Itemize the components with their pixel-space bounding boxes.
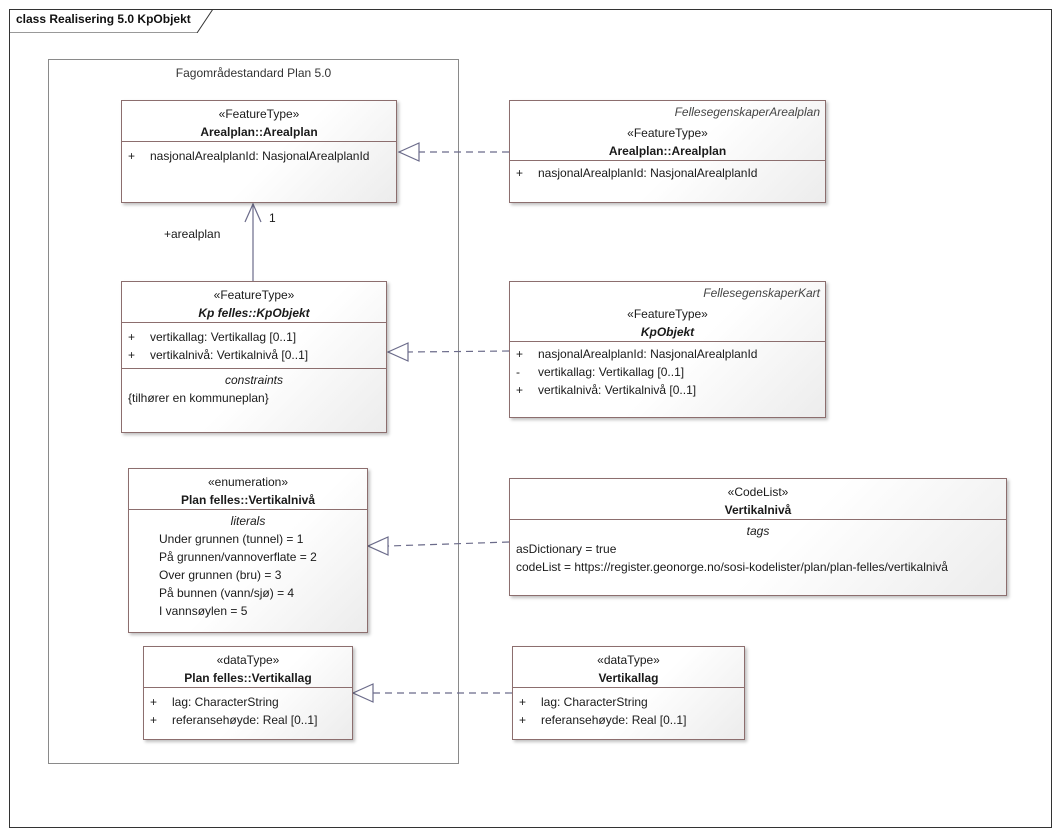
attribute-row: +nasjonalArealplanId: NasjonalArealplanI… xyxy=(128,149,370,163)
codelist-vertikalniva-right[interactable]: «CodeList» Vertikalnivå tags asDictionar… xyxy=(509,478,1007,596)
literal-row: Under grunnen (tunnel) = 1 xyxy=(159,532,304,546)
attribute-row: +lag: CharacterString xyxy=(519,695,648,709)
attribute-row: -vertikallag: Vertikallag [0..1] xyxy=(516,365,685,379)
class-name: Arealplan::Arealplan xyxy=(200,125,318,139)
class-header: «enumeration» Plan felles::Vertikalnivå xyxy=(129,469,367,509)
class-name: Vertikallag xyxy=(598,671,659,685)
diagram-frame xyxy=(9,9,1052,828)
class-header: «FeatureType» Arealplan::Arealplan xyxy=(122,101,396,141)
stereotype-label: «FeatureType» xyxy=(213,288,295,302)
class-kpobjekt-left[interactable]: «FeatureType» Kp felles::KpObjekt +verti… xyxy=(121,281,387,433)
frame-tab-outline xyxy=(9,9,214,33)
package-title: Fagområdestandard Plan 5.0 xyxy=(175,66,332,80)
attributes-section: +lag: CharacterString +referansehøyde: R… xyxy=(144,687,352,733)
constraint-row: {tilhører en kommuneplan} xyxy=(128,391,269,405)
class-name: Plan felles::Vertikalnivå xyxy=(180,493,316,507)
tag-row: codeList = https://register.geonorge.no/… xyxy=(516,560,948,574)
attributes-section: +nasjonalArealplanId: NasjonalArealplanI… xyxy=(510,341,825,403)
attribute-row: +referansehøyde: Real [0..1] xyxy=(150,713,318,727)
stereotype-label: «FeatureType» xyxy=(218,107,300,121)
association-multiplicity-label: 1 xyxy=(269,211,276,225)
stereotype-label: «dataType» xyxy=(216,653,280,667)
class-arealplan-right[interactable]: FellesegenskaperArealplan «FeatureType» … xyxy=(509,100,826,203)
class-header: FellesegenskaperArealplan «FeatureType» … xyxy=(510,101,825,160)
attributes-section: +lag: CharacterString +referansehøyde: R… xyxy=(513,687,744,733)
class-header: «dataType» Plan felles::Vertikallag xyxy=(144,647,352,687)
enum-vertikalniva-left[interactable]: «enumeration» Plan felles::Vertikalnivå … xyxy=(128,468,368,633)
realization-vertikallag[interactable] xyxy=(351,683,512,703)
class-header: «CodeList» Vertikalnivå xyxy=(510,479,1006,519)
stereotype-label: «FeatureType» xyxy=(627,126,708,140)
datatype-vertikallag-right[interactable]: «dataType» Vertikallag +lag: CharacterSt… xyxy=(512,646,745,740)
stereotype-label: «enumeration» xyxy=(207,475,289,489)
attribute-row: +nasjonalArealplanId: NasjonalArealplanI… xyxy=(516,347,758,361)
stereotype-label: «FeatureType» xyxy=(627,307,708,321)
diagram-title: class Realisering 5.0 KpObjekt xyxy=(16,12,191,26)
class-name: KpObjekt xyxy=(640,325,695,339)
association-role-label: +arealplan xyxy=(164,227,221,241)
attributes-section: +vertikallag: Vertikallag [0..1] +vertik… xyxy=(122,322,386,368)
association-arealplan[interactable] xyxy=(244,202,262,281)
realization-kpobjekt[interactable] xyxy=(386,342,510,362)
attribute-row: +vertikalnivå: Vertikalnivå [0..1] xyxy=(516,383,697,397)
attribute-row: +lag: CharacterString xyxy=(150,695,279,709)
literal-row: På grunnen/vannoverflate = 2 xyxy=(159,550,317,564)
class-kpobjekt-right[interactable]: FellesegenskaperKart «FeatureType» KpObj… xyxy=(509,281,826,418)
tags-title: tags xyxy=(746,524,770,538)
stereotype-label: «dataType» xyxy=(597,653,660,667)
tags-section: tags asDictionary = true codeList = http… xyxy=(510,519,1006,580)
attributes-section: +nasjonalArealplanId: NasjonalArealplanI… xyxy=(122,141,396,169)
attribute-row: +vertikallag: Vertikallag [0..1] xyxy=(128,330,297,344)
package-label: FellesegenskaperArealplan xyxy=(674,105,820,119)
literal-row: I vannsøylen = 5 xyxy=(159,604,248,618)
literals-title: literals xyxy=(230,514,266,528)
attribute-row: +vertikalnivå: Vertikalnivå [0..1] xyxy=(128,348,309,362)
class-name: Arealplan::Arealplan xyxy=(608,144,727,158)
class-arealplan-left[interactable]: «FeatureType» Arealplan::Arealplan +nasj… xyxy=(121,100,397,203)
realization-arealplan[interactable] xyxy=(397,142,509,162)
class-header: FellesegenskaperKart «FeatureType» KpObj… xyxy=(510,282,825,341)
literals-section: literals Under grunnen (tunnel) = 1 På g… xyxy=(129,509,367,624)
stereotype-label: «CodeList» xyxy=(727,485,789,499)
class-header: «FeatureType» Kp felles::KpObjekt xyxy=(122,282,386,322)
constraints-section: constraints {tilhører en kommuneplan} xyxy=(122,368,386,411)
constraints-title: constraints xyxy=(224,373,284,387)
package-fagomradestandard[interactable]: Fagområdestandard Plan 5.0 xyxy=(48,59,459,764)
datatype-vertikallag-left[interactable]: «dataType» Plan felles::Vertikallag +lag… xyxy=(143,646,353,740)
attribute-row: +referansehøyde: Real [0..1] xyxy=(519,713,687,727)
literal-row: På bunnen (vann/sjø) = 4 xyxy=(159,586,295,600)
attribute-row: +nasjonalArealplanId: NasjonalArealplanI… xyxy=(516,166,758,180)
package-label: FellesegenskaperKart xyxy=(703,286,820,300)
attributes-section: +nasjonalArealplanId: NasjonalArealplanI… xyxy=(510,160,825,186)
class-name: Plan felles::Vertikallag xyxy=(184,671,312,685)
literal-row: Over grunnen (bru) = 3 xyxy=(159,568,282,582)
class-header: «dataType» Vertikallag xyxy=(513,647,744,687)
realization-vertikalniva[interactable] xyxy=(366,536,510,556)
tag-row: asDictionary = true xyxy=(516,542,617,556)
class-name: Vertikalnivå xyxy=(724,503,792,517)
class-name: Kp felles::KpObjekt xyxy=(198,306,310,320)
